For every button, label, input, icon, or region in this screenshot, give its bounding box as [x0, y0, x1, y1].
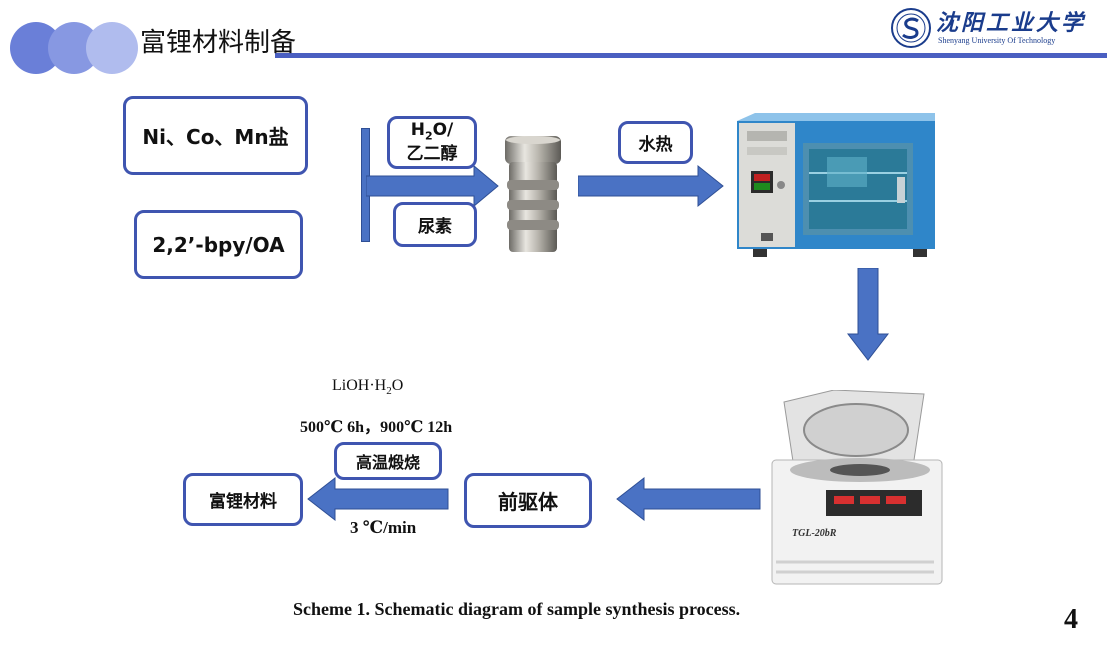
- heating-rate: 3 ℃/min: [350, 518, 417, 537]
- centrifuge-model-label: TGL-20bR: [792, 528, 837, 539]
- hydrothermal-label: 水热: [638, 135, 673, 155]
- precursor-label: 前驱体: [498, 490, 558, 514]
- decor-circle-3: [86, 22, 138, 74]
- university-logo: 沈阳工业大学 Shenyang University Of Technology: [890, 5, 1100, 51]
- to-precursor-arrow-icon: [616, 476, 761, 522]
- merge-arrow-icon: [366, 164, 499, 208]
- calcination-label: 高温煅烧: [355, 453, 420, 472]
- oven-image: [737, 113, 935, 257]
- calcination-conditions: 500℃ 6h，900℃ 12h: [300, 419, 453, 436]
- figure-caption: Scheme 1. Schematic diagram of sample sy…: [293, 599, 741, 619]
- page-number: 4: [1064, 604, 1078, 635]
- ligand-label: 2,2’-bpy/OA: [152, 232, 285, 257]
- lioh-reagent: LiOH·H2O: [332, 377, 404, 398]
- solvent-line-1: H2O/: [410, 119, 454, 143]
- solvent-line-2: 乙二醇: [406, 144, 458, 165]
- product-box: 富锂材料: [183, 473, 303, 526]
- university-emblem-icon: [891, 8, 931, 48]
- centrifuge-image: [771, 390, 943, 585]
- precursor-box: 前驱体: [464, 473, 592, 528]
- salt-box: Ni、Co、Mn盐: [123, 96, 308, 175]
- to-product-arrow-icon: [307, 476, 449, 522]
- urea-box: 尿素: [393, 202, 477, 247]
- logo-english-name: Shenyang University Of Technology: [938, 36, 1056, 45]
- ligand-box: 2,2’-bpy/OA: [134, 210, 303, 279]
- hydrothermal-box: 水热: [618, 121, 693, 164]
- calcination-box: 高温煅烧: [334, 442, 442, 480]
- autoclave-image: [505, 136, 561, 252]
- solvent-box: H2O/ 乙二醇: [387, 116, 477, 169]
- product-label: 富锂材料: [209, 492, 277, 512]
- to-oven-arrow-icon: [578, 164, 724, 208]
- urea-label: 尿素: [418, 217, 452, 237]
- header-line: [275, 53, 1107, 58]
- salt-label: Ni、Co、Mn盐: [142, 125, 289, 149]
- down-arrow-icon: [846, 268, 890, 361]
- page-title: 富锂材料制备: [140, 28, 297, 58]
- logo-chinese-name: 沈阳工业大学: [936, 10, 1087, 36]
